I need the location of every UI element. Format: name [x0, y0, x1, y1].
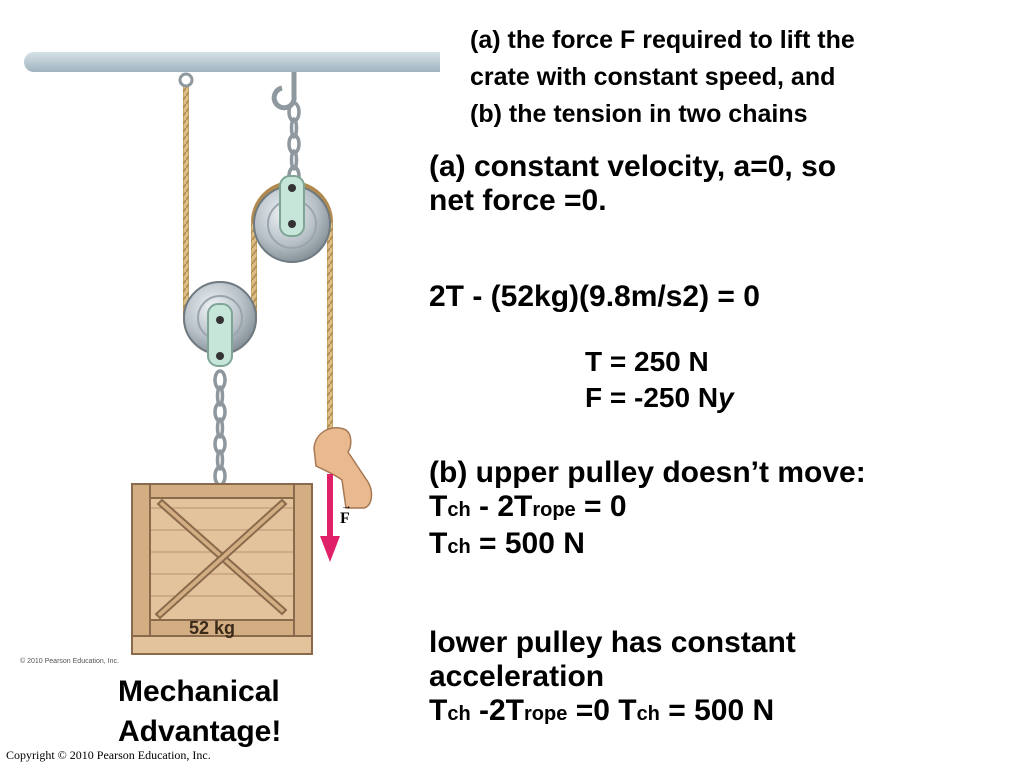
ceiling-eye-icon: [178, 72, 194, 88]
vector-arrow-icon: →: [341, 500, 352, 512]
question-text: (a) the force F required to lift the cra…: [470, 26, 855, 128]
force-label: → F: [340, 500, 352, 527]
ceiling-hook-icon: [271, 72, 297, 111]
crate-label: 52 kg: [189, 618, 236, 638]
crate: [131, 483, 313, 655]
ceiling-bar: [24, 52, 440, 72]
copyright-footer: Copyright © 2010 Pearson Education, Inc.: [6, 748, 211, 762]
solution-b: (b) upper pulley doesn’t move: Tch - 2Tr…: [429, 456, 866, 560]
equation-force-balance: 2T - (52kg)(9.8m/s2) = 0: [429, 280, 760, 313]
solution-a: (a) constant velocity, a=0, so net force…: [429, 150, 837, 217]
force-arrow: [320, 474, 340, 562]
upper-pulley: [253, 175, 331, 263]
figure-copyright: © 2010 Pearson Education, Inc.: [20, 658, 119, 665]
hand-icon: [313, 427, 373, 509]
pulley-diagram: [24, 52, 440, 655]
mechanical-advantage-label: Mechanical Advantage!: [118, 675, 282, 748]
result-values: T = 250 N F = -250 Ny: [585, 346, 734, 413]
upper-chain: [287, 101, 301, 187]
lower-chain: [213, 369, 227, 487]
rope: [183, 86, 333, 450]
solution-lower-pulley: lower pulley has constant acceleration T…: [429, 626, 796, 727]
lower-pulley: [183, 281, 257, 367]
